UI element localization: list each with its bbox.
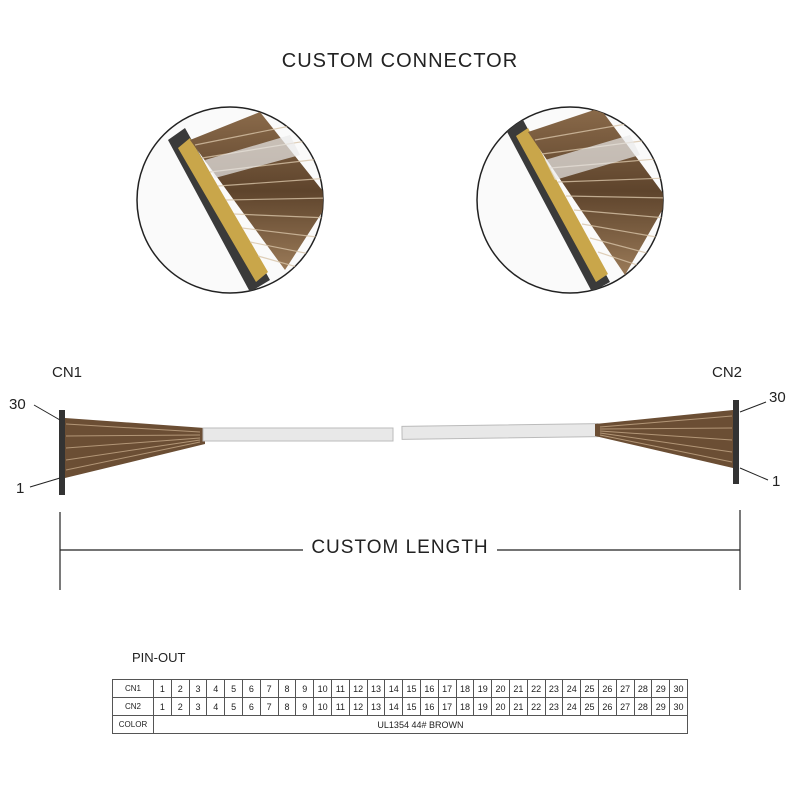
cn2-pin-1: 1 [772,473,781,490]
pin-cell: 8 [277,697,297,716]
pin-cell: 3 [188,679,208,698]
length-label: CUSTOM LENGTH [303,537,497,558]
pin-cell: 1 [153,679,172,698]
pin-cell: 6 [241,697,261,716]
pin-cell: 13 [366,697,386,716]
pin-cell: 19 [473,697,493,716]
pin-cell: 27 [615,679,635,698]
pin-cell: 17 [437,679,457,698]
pin-cell: 5 [224,679,243,698]
pin-cell: 20 [491,679,510,698]
pin-cell: 26 [597,679,617,698]
pin-cell: 6 [241,679,261,698]
connector-closeup-left [136,106,324,294]
pin-cell: 17 [437,697,457,716]
pin-cell: 28 [633,679,653,698]
pin-cell: 15 [402,679,421,698]
pin-cell: 8 [277,679,297,698]
pin-cell: 18 [455,679,475,698]
pin-cell: 12 [348,679,368,698]
pin-cell: 21 [508,697,528,716]
pin-cell: 21 [508,679,528,698]
pin-cell: 2 [170,679,190,698]
pin-cell: 20 [491,697,510,716]
pin-cell: 14 [384,679,404,698]
cable-end-cn1 [59,410,394,495]
cn1-pin-30: 30 [9,396,26,413]
pin-cell: 13 [366,679,386,698]
connector-closeup-right [476,106,664,294]
pin-cell: 5 [224,697,243,716]
row-header: CN2 [112,697,154,716]
pin-cell: 28 [633,697,653,716]
pin-cell: 10 [313,679,332,698]
pin-cell: 23 [544,679,564,698]
row-header: CN1 [112,679,154,698]
pin-cell: 22 [526,679,546,698]
pinout-title: PIN-OUT [132,650,186,665]
pin-cell: 7 [259,697,279,716]
pin-cell: 16 [419,679,439,698]
pin-cell: 1 [153,697,172,716]
pin-leader-lines [29,401,769,488]
pin-cell: 11 [330,679,350,698]
pin-cell: 9 [295,697,315,716]
pin-cell: 14 [384,697,404,716]
pin-cell: 4 [206,697,226,716]
length-label-wrap: CUSTOM LENGTH [0,537,800,559]
cn2-label: CN2 [712,364,743,381]
pin-cell: 12 [348,697,368,716]
cn1-label: CN1 [52,364,83,381]
pin-cell: 15 [402,697,421,716]
pin-cell: 2 [170,697,190,716]
pin-cell: 23 [544,697,564,716]
pin-cell: 29 [651,697,671,716]
pin-cell: 30 [669,679,688,698]
pin-cell: 10 [313,697,332,716]
pin-cell: 24 [562,679,582,698]
pin-cell: 19 [473,679,493,698]
pin-cell: 25 [580,679,599,698]
row-header: COLOR [112,715,154,734]
cable-end-cn2 [401,400,739,484]
cn2-pin-30: 30 [769,389,786,406]
pin-cell: 25 [580,697,599,716]
pin-cell: 4 [206,679,226,698]
pin-cell: 24 [562,697,582,716]
pin-cell: 16 [419,697,439,716]
pin-cell: 11 [330,697,350,716]
pin-cell: 30 [669,697,688,716]
diagram-title: CUSTOM CONNECTOR [281,50,519,72]
pin-cell: 26 [597,697,617,716]
pin-cell: 29 [651,679,671,698]
cn1-pin-1: 1 [16,480,25,497]
pin-cell: 7 [259,679,279,698]
pin-cell: 9 [295,679,315,698]
color-value: UL1354 44# BROWN [153,715,688,734]
pin-cell: 3 [188,697,208,716]
pin-cell: 27 [615,697,635,716]
pin-cell: 22 [526,697,546,716]
pin-cell: 18 [455,697,475,716]
